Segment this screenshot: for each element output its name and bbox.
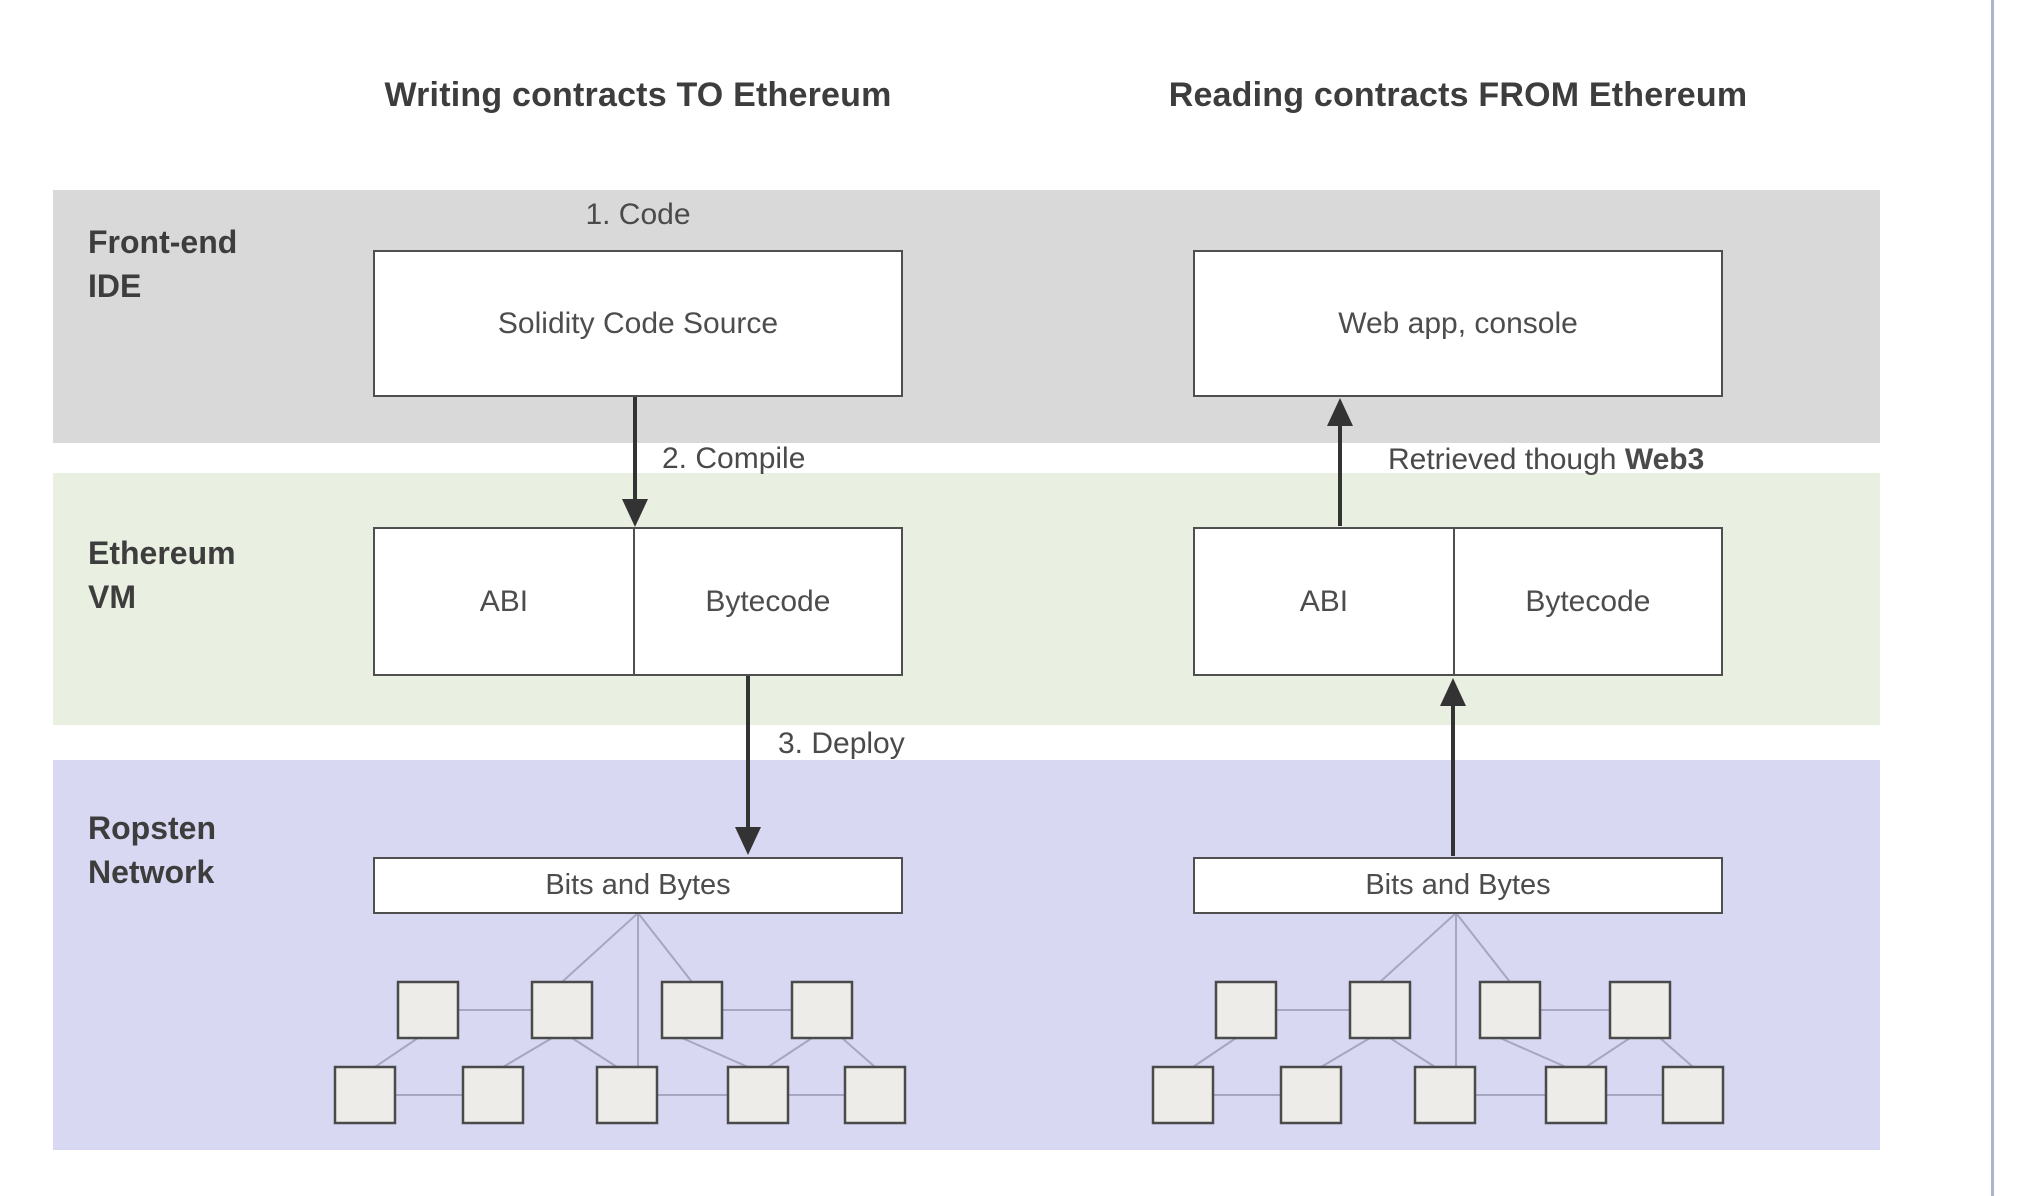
web-app-console-label: Web app, console: [1338, 306, 1578, 340]
band-label-line: Ropsten: [88, 810, 216, 846]
web-app-console-box: Web app, console: [1193, 250, 1723, 397]
solidity-code-source-box: Solidity Code Source: [373, 250, 903, 397]
header-reading-contracts: Reading contracts FROM Ethereum: [1168, 76, 1748, 114]
bytecode-label: Bytecode: [705, 584, 831, 618]
page-edge-line: [1991, 0, 1994, 1196]
bits-and-bytes-label: Bits and Bytes: [1365, 869, 1551, 901]
bits-and-bytes-box-right: Bits and Bytes: [1193, 857, 1723, 914]
step-label-code: 1. Code: [585, 198, 691, 231]
bytecode-cell: Bytecode: [632, 529, 901, 674]
band-label-line: Network: [88, 854, 215, 890]
band-label-line: IDE: [88, 268, 142, 304]
bytecode-label: Bytecode: [1525, 584, 1651, 618]
bits-and-bytes-box-left: Bits and Bytes: [373, 857, 903, 914]
band-label-line: VM: [88, 579, 136, 615]
band-label-line: Ethereum: [88, 535, 236, 571]
band-ropsten-network: Ropsten Network: [53, 760, 1880, 1150]
bits-and-bytes-label: Bits and Bytes: [545, 869, 731, 901]
retrieved-text: Retrieved though: [1388, 443, 1625, 476]
abi-label: ABI: [479, 584, 529, 618]
step-label-retrieved-web3: Retrieved though Web3: [1388, 443, 1704, 477]
header-writing-contracts: Writing contracts TO Ethereum: [384, 76, 892, 114]
band-label-line: Front-end: [88, 224, 238, 260]
step-label-compile: 2. Compile: [662, 442, 806, 475]
band-label-frontend-ide: Front-end IDE: [88, 220, 237, 308]
abi-bytecode-box-right: ABI Bytecode: [1193, 527, 1723, 676]
band-label-ropsten-network: Ropsten Network: [88, 806, 216, 894]
step-label-deploy: 3. Deploy: [778, 727, 905, 760]
abi-cell: ABI: [1195, 529, 1453, 674]
web3-text: Web3: [1624, 443, 1705, 476]
solidity-code-source-label: Solidity Code Source: [497, 306, 779, 340]
abi-label: ABI: [1299, 584, 1349, 618]
band-label-ethereum-vm: Ethereum VM: [88, 531, 236, 619]
abi-cell: ABI: [375, 529, 633, 674]
abi-bytecode-box-left: ABI Bytecode: [373, 527, 903, 676]
bytecode-cell: Bytecode: [1452, 529, 1721, 674]
